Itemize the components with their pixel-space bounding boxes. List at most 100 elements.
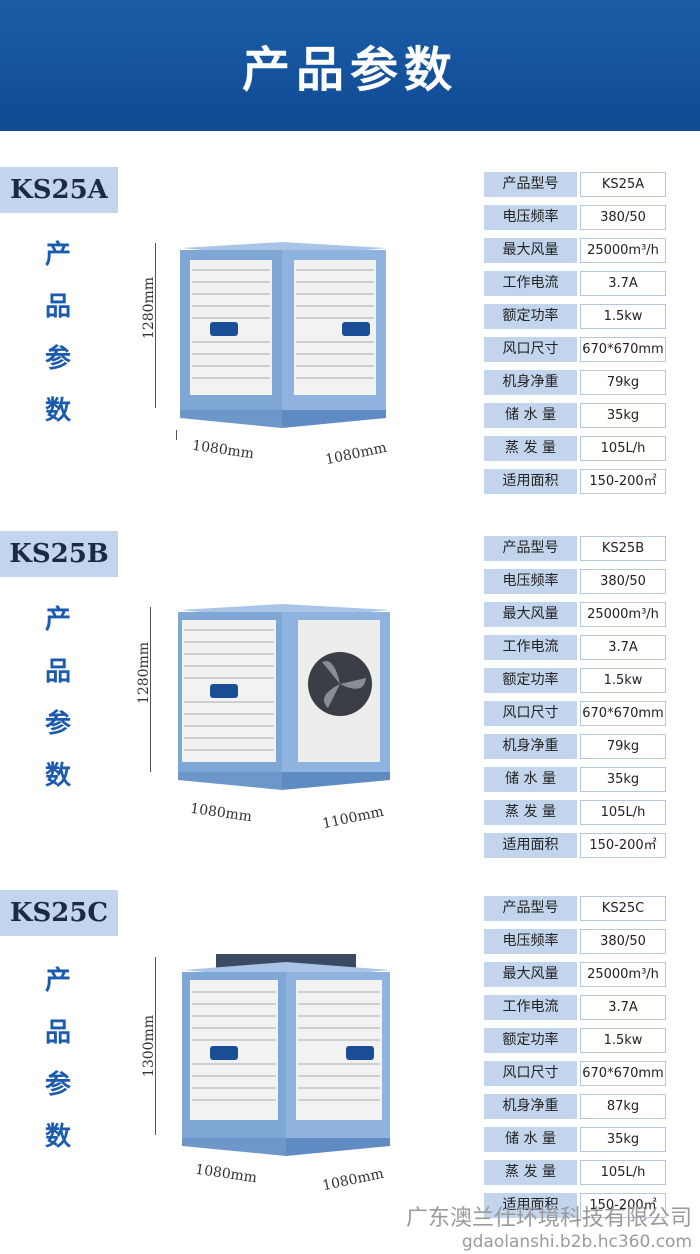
spec-value: 150-200㎡ (580, 1193, 666, 1218)
spec-label: 产品型号 (484, 896, 577, 921)
spec-label: 最大风量 (484, 962, 577, 987)
spec-label: 额定功率 (484, 304, 577, 329)
spec-label: 工作电流 (484, 635, 577, 660)
spec-label: 机身净重 (484, 370, 577, 395)
spec-value: 35kg (580, 403, 666, 428)
height-dim-ks25c: 1300mm (141, 1014, 158, 1078)
height-dim-line (155, 957, 156, 1135)
product-image-ks25a (180, 242, 386, 428)
spec-value: 1.5kw (580, 304, 666, 329)
spec-value: 87kg (580, 1094, 666, 1119)
spec-value: 1.5kw (580, 1028, 666, 1053)
side-char: 产 (44, 605, 71, 635)
spec-label: 电压频率 (484, 205, 577, 230)
spec-label: 机身净重 (484, 1094, 577, 1119)
side-char: 数 (44, 396, 71, 426)
spec-label: 电压频率 (484, 569, 577, 594)
spec-label: 最大风量 (484, 602, 577, 627)
model-tag-ks25a: KS25A (0, 167, 118, 213)
spec-value: 670*670mm (580, 701, 666, 726)
spec-value: KS25A (580, 172, 666, 197)
spec-value: 79kg (580, 370, 666, 395)
spec-value: 3.7A (580, 635, 666, 660)
spec-label: 额定功率 (484, 1028, 577, 1053)
side-char: 数 (44, 761, 71, 791)
spec-label: 产品型号 (484, 172, 577, 197)
side-char: 品 (44, 1018, 71, 1048)
spec-value: 150-200㎡ (580, 833, 666, 858)
width-dim-ks25c: 1080mm (194, 1161, 258, 1187)
spec-label: 适用面积 (484, 833, 577, 858)
depth-dim-ks25c: 1080mm (321, 1165, 386, 1195)
page-header: 产品参数 (0, 0, 700, 131)
spec-value: 380/50 (580, 205, 666, 230)
spec-value: 105L/h (580, 800, 666, 825)
side-char: 品 (44, 292, 71, 322)
company-site: gdaolanshi.b2b.hc360.com (461, 1232, 692, 1252)
product-image-ks25c (182, 954, 390, 1156)
spec-label: 适用面积 (484, 469, 577, 494)
spec-value: 3.7A (580, 995, 666, 1020)
width-dim-ks25a: 1080mm (191, 437, 255, 463)
side-char: 品 (44, 657, 71, 687)
height-dim-ks25a: 1280mm (141, 276, 158, 340)
spec-label: 风口尺寸 (484, 337, 577, 362)
spec-value: KS25C (580, 896, 666, 921)
side-label-ks25c: 产 品 参 数 (38, 960, 78, 1168)
spec-value: 25000m³/h (580, 238, 666, 263)
page-title: 产品参数 (241, 42, 458, 98)
side-char: 参 (44, 344, 71, 374)
spec-value: 25000m³/h (580, 962, 666, 987)
spec-label: 适用面积 (484, 1193, 577, 1218)
side-char: 参 (44, 1070, 71, 1100)
company-name: 广东澳兰仕环境科技有限公司 (405, 1206, 692, 1231)
spec-label: 工作电流 (484, 995, 577, 1020)
spec-value: 670*670mm (580, 337, 666, 362)
width-dim-ks25b: 1080mm (189, 800, 253, 826)
spec-label: 储 水 量 (484, 1127, 577, 1152)
spec-value: 105L/h (580, 1160, 666, 1185)
spec-label: 最大风量 (484, 238, 577, 263)
height-dim-ks25b: 1280mm (136, 641, 153, 705)
spec-value: 380/50 (580, 569, 666, 594)
side-char: 产 (44, 966, 71, 996)
spec-value: 3.7A (580, 271, 666, 296)
spec-label: 蒸 发 量 (484, 800, 577, 825)
height-dim-line (150, 607, 151, 772)
height-dim-line (155, 243, 156, 408)
spec-value: 35kg (580, 1127, 666, 1152)
spec-label: 储 水 量 (484, 767, 577, 792)
dim-tick (176, 430, 177, 440)
spec-value: 1.5kw (580, 668, 666, 693)
side-char: 产 (44, 240, 71, 270)
footer-watermark: 广东澳兰仕环境科技有限公司 gdaolanshi.b2b.hc360.com (406, 1200, 692, 1252)
spec-label: 额定功率 (484, 668, 577, 693)
spec-label: 蒸 发 量 (484, 436, 577, 461)
side-label-ks25b: 产 品 参 数 (38, 599, 78, 807)
spec-value: 380/50 (580, 929, 666, 954)
side-char: 参 (44, 709, 71, 739)
